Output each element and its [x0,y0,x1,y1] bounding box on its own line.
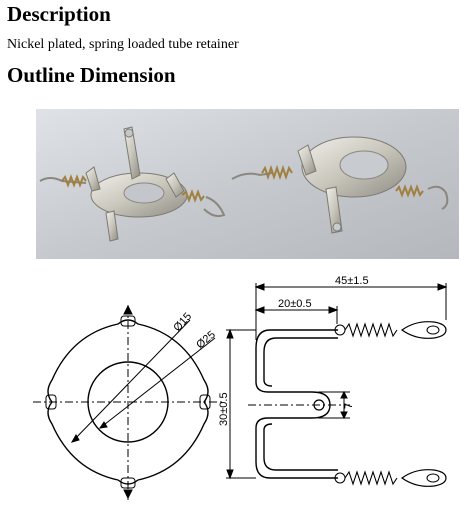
dim-overall-length: 45±1.5 [335,275,369,287]
dim-arm-length: 20±0.5 [278,298,312,310]
front-view [33,304,225,500]
dim-height: 30±0.5 [218,392,230,426]
description-heading: Description [7,2,111,26]
dim-inner-diameter: Ø15 [171,311,194,334]
outline-drawing: Ø15 Ø25 [33,275,448,500]
left-retainer [39,126,226,242]
product-photo [36,109,459,259]
side-view [226,283,448,487]
dim-outer-diameter: Ø25 [194,329,218,352]
outline-dimension-heading: Outline Dimension [7,63,176,87]
description-text: Nickel plated, spring loaded tube retain… [7,37,239,52]
right-retainer [231,136,449,234]
dim-hole: 7 [343,403,355,409]
